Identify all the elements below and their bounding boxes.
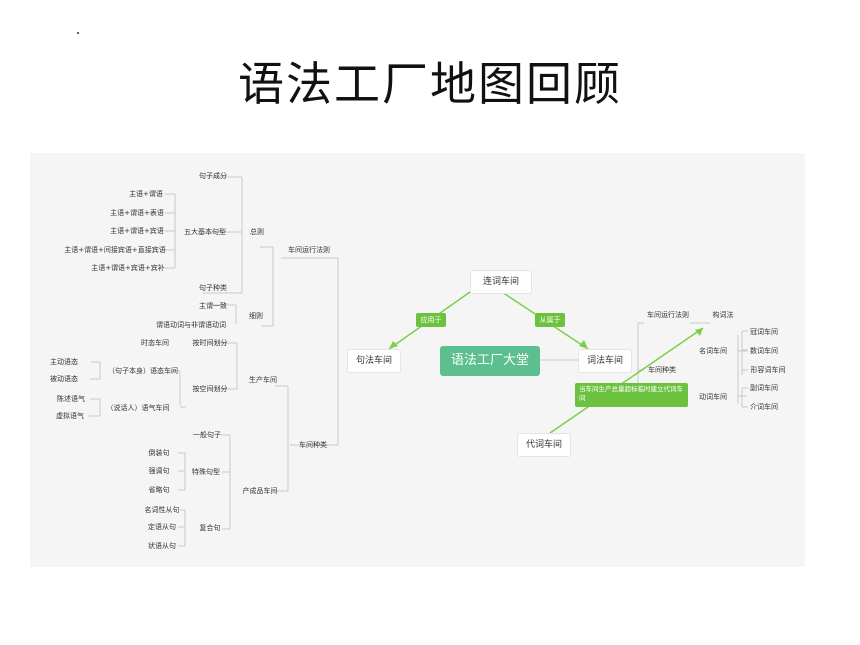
label-adverb-workshop: 副词车间: [750, 384, 778, 392]
morphology-node[interactable]: 词法车间: [578, 349, 632, 373]
label-mood-workshop: （说话人）语气车间: [106, 404, 170, 412]
label-right-workshop-types: 车间种类: [648, 366, 676, 374]
label-general-rules: 总则: [250, 228, 264, 236]
label-sentence-types: 句子种类: [199, 284, 227, 292]
label-five-patterns: 五大基本句型: [184, 228, 226, 236]
label-noun-clause: 名词性从句: [144, 506, 180, 514]
label-pattern-4: 主语+谓语+间接宾语+直接宾语: [64, 246, 166, 254]
label-detail-rules: 细则: [249, 312, 263, 320]
label-sentence-elements: 句子成分: [199, 172, 227, 180]
label-simple-sentence: 一般句子: [193, 431, 221, 439]
label-adverbial-clause: 状语从句: [148, 542, 176, 550]
center-node[interactable]: 语法工厂大堂: [440, 346, 540, 376]
edge-label-belongs-to: 从属于: [535, 313, 565, 327]
label-passive-voice: 被动语态: [50, 375, 78, 383]
label-special-patterns: 特殊句型: [192, 468, 220, 476]
mind-map: 语法工厂大堂 连词车间 句法车间 词法车间 代词车间 应用于 从属于 当车间生产…: [30, 153, 805, 567]
label-attributive-clause: 定语从句: [148, 523, 176, 531]
label-inversion: 倒装句: [148, 449, 170, 457]
label-finished-products: 产成品车间: [242, 487, 278, 495]
bullet-dot: [77, 32, 79, 34]
pronoun-note: 当车间生产总量超标临时建立代词车间: [575, 383, 688, 407]
label-production: 生产车间: [249, 376, 277, 384]
label-by-space: 按空间划分: [192, 385, 228, 393]
label-pattern-3: 主语+谓语+宾语: [110, 227, 164, 235]
page-title: 语法工厂地图回顾: [238, 57, 622, 111]
label-ellipsis: 省略句: [148, 486, 170, 494]
label-adjective-workshop: 形容词车间: [750, 366, 786, 374]
label-article-workshop: 冠词车间: [750, 328, 778, 336]
label-emphasis: 强调句: [148, 467, 170, 475]
label-numeral-workshop: 数词车间: [750, 347, 778, 355]
edge-label-applied-to: 应用于: [416, 313, 446, 327]
label-preposition-workshop: 介词车间: [750, 403, 778, 411]
label-operating-rules: 车间运行法则: [288, 246, 330, 254]
label-complex-sentence: 复合句: [199, 524, 221, 532]
label-word-formation: 构词法: [712, 311, 734, 319]
label-workshop-types: 车间种类: [299, 441, 327, 449]
label-indicative: 陈述语气: [57, 395, 85, 403]
label-agreement: 主谓一致: [199, 302, 227, 310]
label-pattern-1: 主语+谓语: [129, 190, 163, 198]
label-subjunctive: 虚拟语气: [56, 412, 84, 420]
label-by-time: 按时间划分: [192, 339, 228, 347]
conjunction-node[interactable]: 连词车间: [470, 270, 532, 294]
label-pattern-2: 主语+谓语+表语: [110, 209, 164, 217]
pronoun-node[interactable]: 代词车间: [517, 433, 571, 457]
label-verb-workshop: 动词车间: [699, 393, 727, 401]
label-voice-workshop: （句子本身）语态车间: [108, 367, 178, 375]
label-tense: 时态车间: [141, 339, 169, 347]
label-noun-workshop: 名词车间: [699, 347, 727, 355]
label-active-voice: 主动语态: [50, 358, 78, 366]
label-verbs: 谓语动词与非谓语动词: [156, 321, 226, 329]
label-pattern-5: 主语+谓语+宾语+宾补: [91, 264, 165, 272]
label-right-operating-rules: 车间运行法则: [647, 311, 689, 319]
syntax-node[interactable]: 句法车间: [347, 349, 401, 373]
